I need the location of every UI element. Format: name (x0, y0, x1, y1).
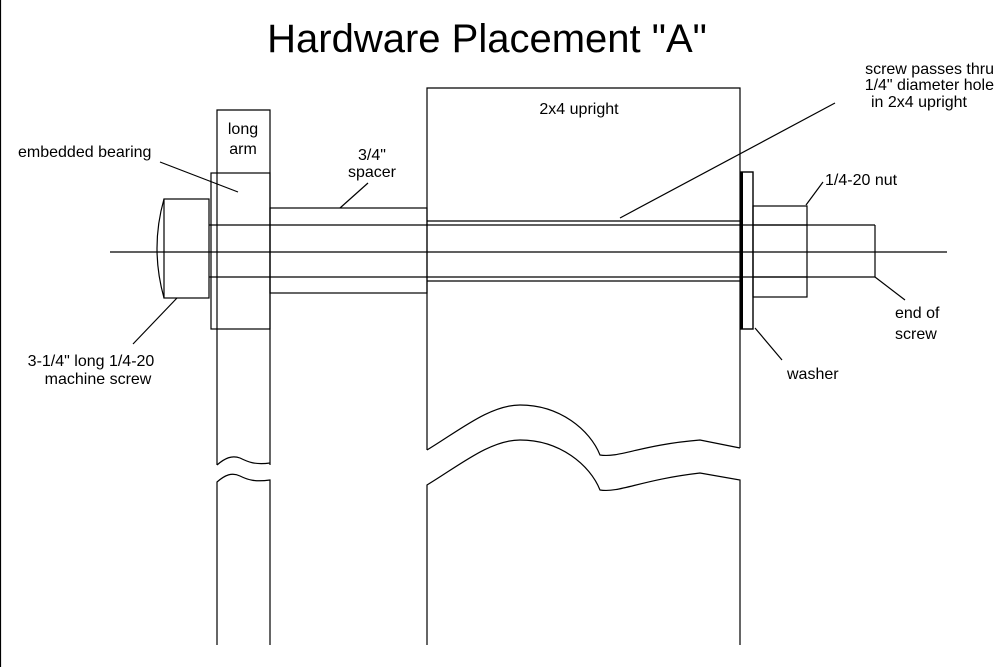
label-spacer-2: spacer (348, 164, 397, 181)
leader-lines (132, 102, 906, 361)
screw-head (156, 198, 210, 299)
label-long-arm-2: arm (229, 141, 257, 158)
screw-shank (209, 220, 876, 282)
label-embedded-bearing: embedded bearing (18, 144, 151, 161)
label-screw-passes-2: 1/4" diameter hole (865, 77, 994, 94)
label-washer: washer (786, 366, 839, 383)
upright-2x4 (426, 87, 741, 645)
label-long-arm-1: long (228, 121, 258, 138)
label-screw-passes-3: in 2x4 upright (871, 94, 968, 111)
label-upright: 2x4 upright (539, 101, 619, 118)
spacer (269, 207, 428, 294)
long-arm (216, 109, 271, 645)
label-machine-screw-1: 3-1/4" long 1/4-20 (28, 353, 155, 370)
label-machine-screw-2: machine screw (45, 371, 152, 388)
label-end-of-screw-2: screw (895, 326, 937, 343)
label-end-of-screw-1: end of (895, 305, 940, 322)
embedded-bearing (210, 172, 271, 330)
label-screw-passes-1: screw passes thru (865, 61, 994, 78)
diagram-title: Hardware Placement "A" (267, 17, 707, 61)
label-spacer-1: 3/4" (358, 147, 386, 164)
label-nut: 1/4-20 nut (825, 172, 898, 189)
nut (752, 205, 808, 298)
